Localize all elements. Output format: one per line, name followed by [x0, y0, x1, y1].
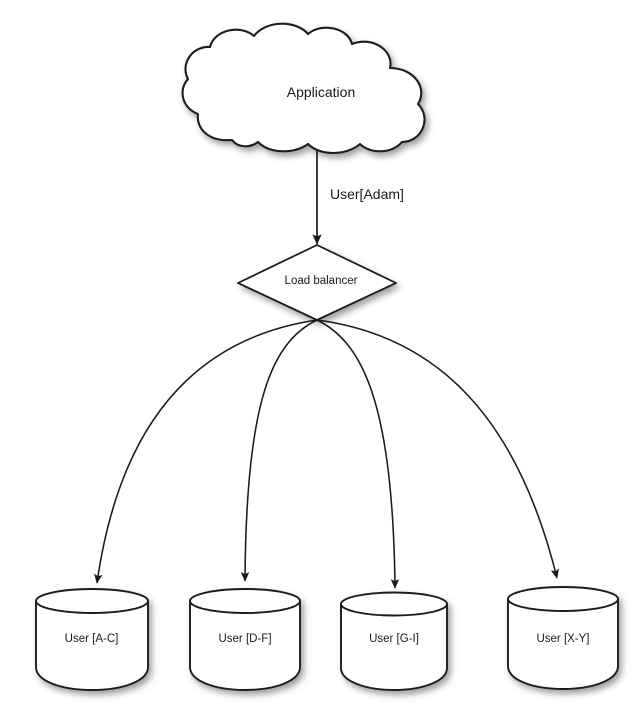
cylinder-node-db-2[interactable] — [340, 591, 448, 691]
cylinder-node-db-3[interactable] — [507, 586, 619, 690]
diamond-node-load-balancer[interactable] — [237, 244, 397, 321]
cylinder-node-db-1[interactable] — [189, 588, 301, 691]
edge-balancer-to-db-0 — [94, 319, 318, 584]
cylinder-node-db-0[interactable] — [35, 588, 149, 691]
edge-balancer-to-db-1 — [240, 319, 318, 582]
edge-balancer-to-db-2 — [316, 319, 400, 589]
edge-balancer-to-db-3 — [316, 319, 559, 579]
cloud-node-application[interactable] — [181, 22, 426, 155]
